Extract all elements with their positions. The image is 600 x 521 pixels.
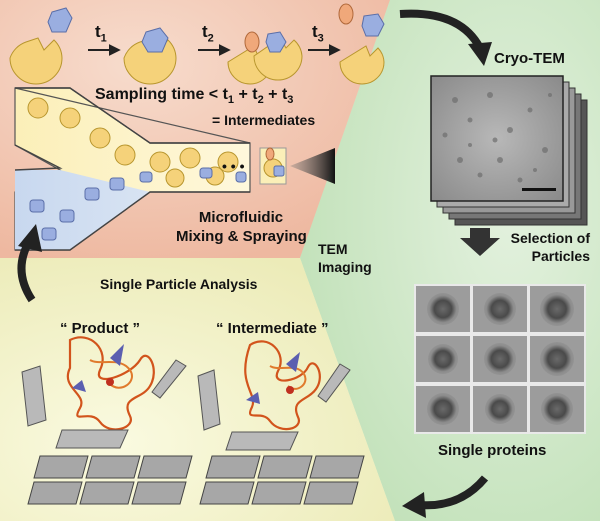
tem-imaging-label: TEM Imaging — [318, 241, 372, 275]
arrow-to-selection — [460, 228, 500, 256]
single-particle-analysis-label: Single Particle Analysis — [100, 276, 258, 292]
cryo-tem-label: Cryo-TEM — [494, 50, 565, 67]
intermediate-label: “ Intermediate ” — [216, 320, 329, 337]
microfluidic-label: Microfluidic Mixing & Spraying — [176, 209, 307, 245]
microfluidic-channel — [14, 87, 335, 251]
ellipsis: • • • — [222, 158, 245, 174]
product-structure — [21, 336, 193, 505]
arrow-to-analysis — [419, 475, 489, 510]
selection-label: Selection of Particles — [510, 230, 590, 264]
arrow-to-cryo-tem — [399, 9, 484, 51]
t2-label: t2 — [202, 22, 214, 45]
intermediates-label: = Intermediates — [212, 112, 316, 128]
particle-grid — [414, 284, 586, 434]
cryo-tem-stack — [430, 75, 588, 226]
t3-label: t3 — [312, 22, 324, 45]
intermediate-structure — [197, 340, 365, 505]
reaction-scheme — [9, 3, 385, 85]
sampling-time-label: Sampling time < t1 + t2 + t3 — [95, 86, 294, 107]
product-label: “ Product ” — [60, 320, 141, 337]
t1-label: t1 — [95, 22, 107, 45]
single-proteins-label: Single proteins — [438, 442, 547, 459]
